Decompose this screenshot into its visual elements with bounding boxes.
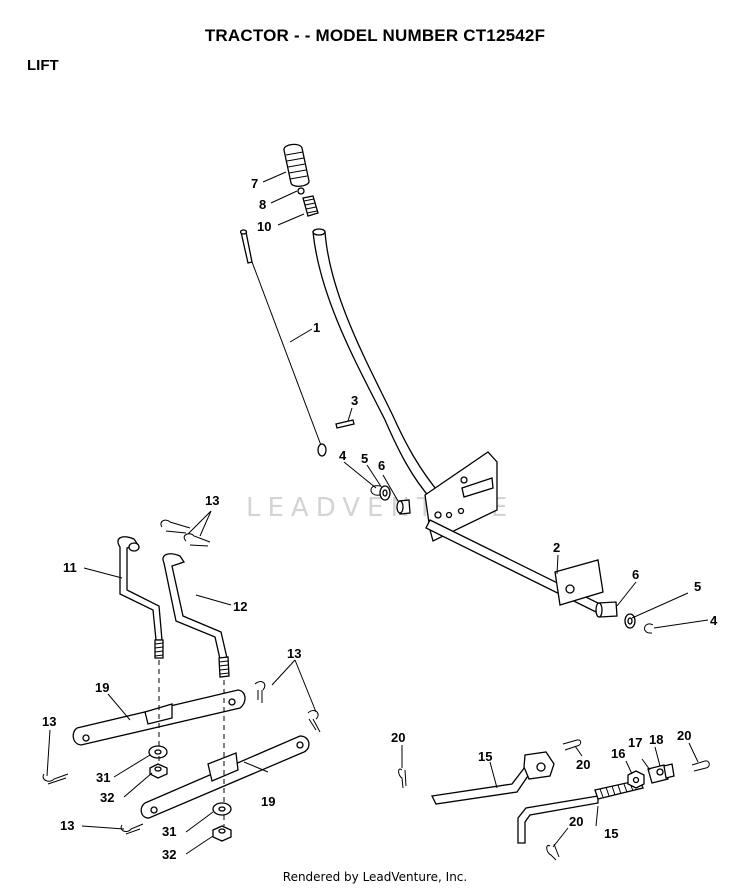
callout-19-lower: 19 xyxy=(261,794,275,809)
lift-lever-arm[interactable] xyxy=(312,228,441,501)
callout-18: 18 xyxy=(649,732,663,747)
callout-32-lower: 32 xyxy=(162,847,176,862)
callout-5: 5 xyxy=(361,451,368,466)
callout-2: 2 xyxy=(553,540,560,555)
part-31-spacer-lower[interactable] xyxy=(212,802,232,816)
callout-11: 11 xyxy=(63,560,77,575)
callout-10: 10 xyxy=(257,219,271,234)
callout-15-lower: 15 xyxy=(604,826,618,841)
part-10-spring[interactable] xyxy=(302,195,319,217)
part-18-bolt[interactable] xyxy=(663,763,675,779)
callout-13-left: 13 xyxy=(42,714,56,729)
footer-credit: Rendered by LeadVenture, Inc. xyxy=(282,870,468,884)
callout-4-lower: 4 xyxy=(710,613,718,628)
part-5-washer[interactable] xyxy=(379,485,391,501)
part-5-washer-lower[interactable] xyxy=(624,613,636,629)
callout-4: 4 xyxy=(339,448,347,463)
callout-16: 16 xyxy=(611,746,625,761)
callout-15: 15 xyxy=(478,749,492,764)
callout-31: 31 xyxy=(96,770,110,785)
leader-lines xyxy=(46,171,709,855)
callout-5-lower: 5 xyxy=(694,579,701,594)
part-17-ferrule[interactable] xyxy=(647,764,669,784)
part-6-bushing[interactable] xyxy=(396,499,411,515)
page-title: TRACTOR - - MODEL NUMBER CT12542F xyxy=(204,26,546,45)
callout-13-right: 13 xyxy=(287,646,301,661)
callout-6: 6 xyxy=(378,458,385,473)
callout-6-lower: 6 xyxy=(632,567,639,582)
callout-20-left: 20 xyxy=(391,730,405,745)
callout-13: 13 xyxy=(205,493,219,508)
callout-20-mid: 20 xyxy=(576,757,590,772)
callout-19: 19 xyxy=(95,680,109,695)
part-15-lift-rod-lower[interactable] xyxy=(517,779,644,844)
part-32-nut-upper[interactable] xyxy=(149,763,168,779)
part-13-hairpin-clips[interactable] xyxy=(42,519,321,835)
callout-7: 7 xyxy=(251,176,258,191)
callout-12: 12 xyxy=(233,599,247,614)
part-31-spacer-upper[interactable] xyxy=(148,745,168,759)
section-label: LIFT xyxy=(27,57,59,74)
callout-32: 32 xyxy=(100,790,114,805)
callout-numbers: 7 8 10 1 3 4 5 6 2 6 5 4 13 11 12 13 19 … xyxy=(42,176,718,862)
part-11-lift-link[interactable] xyxy=(117,536,164,659)
part-3-pin[interactable] xyxy=(335,419,355,429)
callout-31-lower: 31 xyxy=(162,824,176,839)
part-12-lift-link[interactable] xyxy=(162,553,230,678)
part-1-lift-rod[interactable] xyxy=(239,229,327,457)
alignment-lines xyxy=(158,660,225,826)
part-2-cross-shaft[interactable] xyxy=(425,519,604,613)
part-7-handle-grip[interactable] xyxy=(283,143,310,187)
callout-20-right: 20 xyxy=(677,728,691,743)
part-32-nut-lower[interactable] xyxy=(212,825,232,842)
callout-1: 1 xyxy=(313,320,320,335)
part-4-retaining-clip[interactable] xyxy=(370,485,381,496)
part-20-cotter-pins[interactable] xyxy=(398,739,710,861)
callout-13-bottom: 13 xyxy=(60,818,74,833)
part-15-lift-rod-upper[interactable] xyxy=(431,751,555,805)
callout-8: 8 xyxy=(259,197,266,212)
callout-20-bottom: 20 xyxy=(569,814,583,829)
part-6-bushing-lower[interactable] xyxy=(595,601,618,618)
part-16-nut[interactable] xyxy=(627,770,645,789)
part-4-clip-lower[interactable] xyxy=(644,623,654,634)
callout-17: 17 xyxy=(628,735,642,750)
callout-3: 3 xyxy=(351,393,358,408)
part-8-ball[interactable] xyxy=(297,187,305,195)
part-19-lift-arm-lower[interactable] xyxy=(140,735,310,819)
pivot-bracket-plate[interactable] xyxy=(424,451,498,542)
